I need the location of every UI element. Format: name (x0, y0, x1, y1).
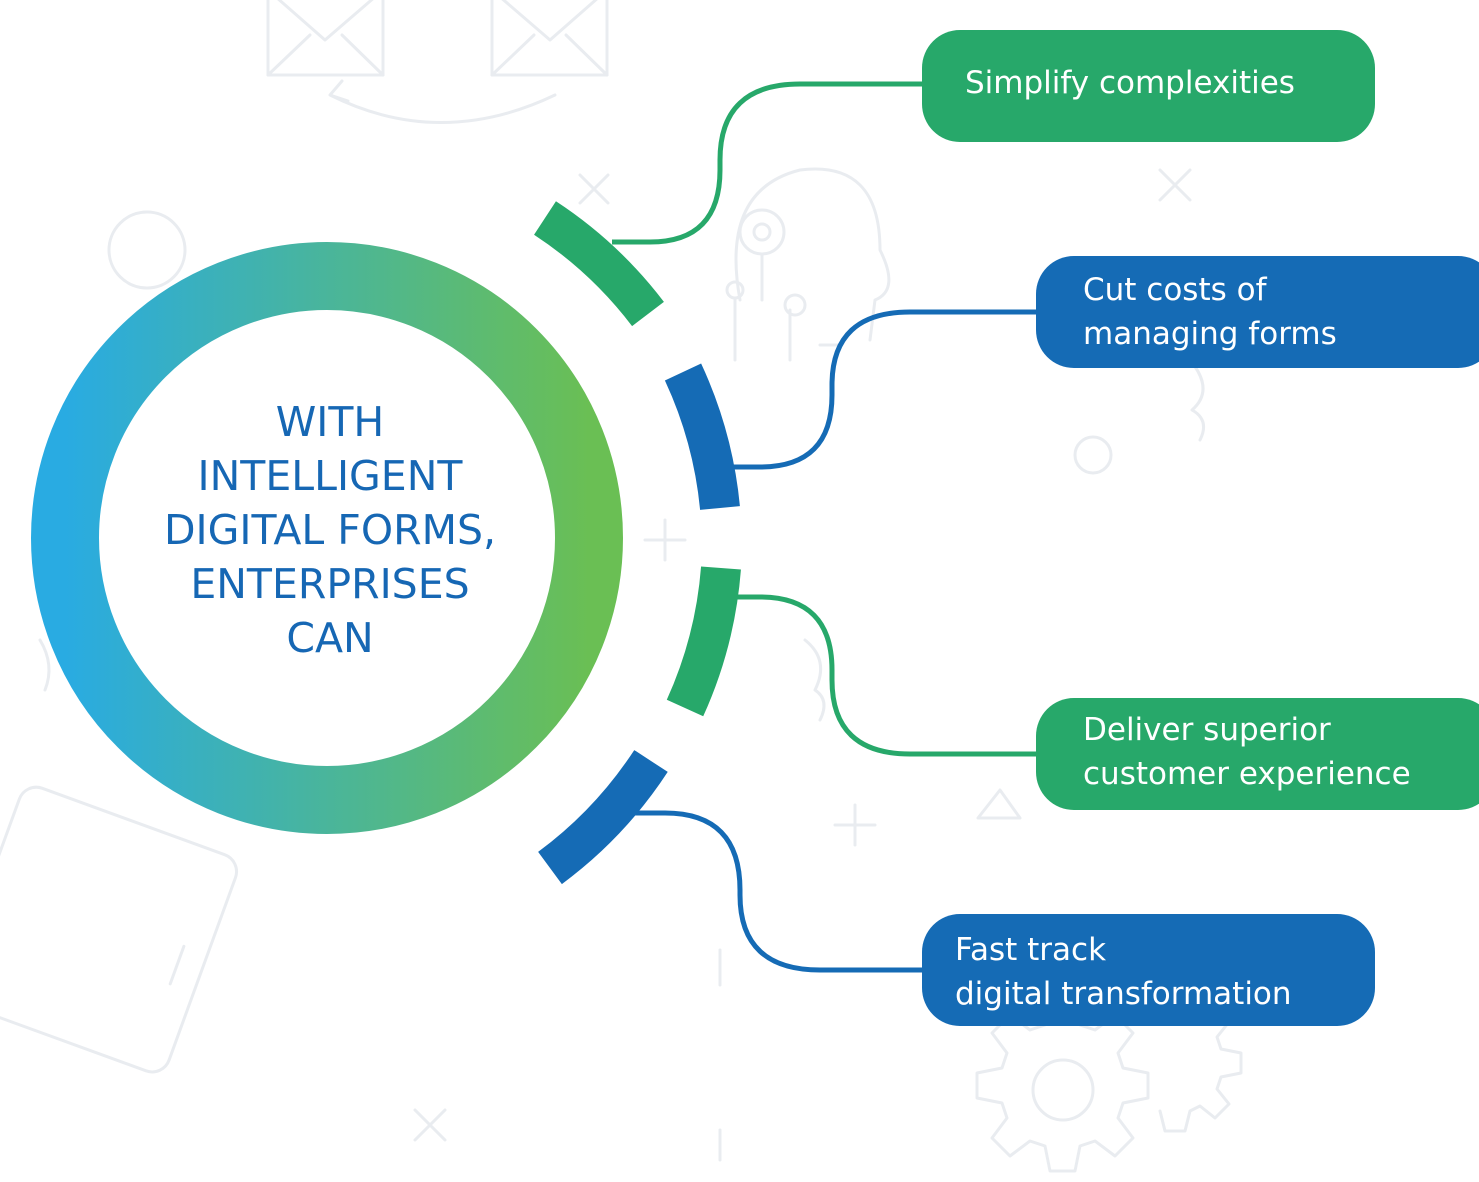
center-title-line: INTELLIGENT (197, 452, 463, 500)
connector-cut-costs (733, 309, 1040, 470)
head-circuit-icon (725, 167, 891, 362)
tablet-icon (0, 785, 239, 1074)
squiggle-decoration (38, 638, 51, 692)
circular-arrow-icon (328, 79, 557, 124)
connector-simplify (612, 81, 925, 245)
plus-icon (643, 518, 877, 847)
benefit-label: Fast track (955, 932, 1107, 968)
cross-icon (413, 168, 1192, 1142)
benefit-cut-costs: Cut costs of managing forms (1036, 256, 1479, 368)
envelope-icon (490, 0, 609, 77)
benefit-label: Simplify complexities (965, 65, 1295, 101)
center-title-line: ENTERPRISES (190, 560, 470, 608)
squiggle-decoration (1188, 358, 1206, 442)
circle-icon (107, 210, 1113, 475)
center-title-line: WITH (275, 398, 385, 446)
benefit-fast-track: Fast track digital transformation (922, 914, 1375, 1026)
benefit-simplify: Simplify complexities (922, 30, 1375, 142)
benefit-label: Deliver superior (1083, 712, 1331, 748)
center-ring (31, 242, 623, 834)
benefit-label: customer experience (1083, 756, 1411, 792)
squiggle-decoration (803, 638, 826, 722)
arc-segment-simplify (533, 201, 664, 327)
arc-segment-deliver (666, 566, 741, 717)
arc-segment-fast-track (537, 749, 668, 885)
center-title: WITH INTELLIGENT DIGITAL FORMS, ENTERPRI… (110, 395, 550, 665)
benefit-label: digital transformation (955, 976, 1292, 1012)
connector-fast-track (632, 810, 925, 973)
benefit-label: managing forms (1083, 316, 1337, 352)
center-title-line: CAN (286, 614, 374, 662)
envelope-icon (266, 0, 385, 77)
arc-segment-cut-costs (664, 363, 740, 511)
center-title-line: DIGITAL FORMS, (163, 506, 497, 554)
benefit-deliver: Deliver superior customer experience (1036, 698, 1479, 810)
connector-deliver (735, 594, 1040, 757)
benefit-label: Cut costs of (1083, 272, 1267, 308)
triangle-icon (976, 788, 1022, 820)
background-decoration (0, 0, 1243, 1173)
